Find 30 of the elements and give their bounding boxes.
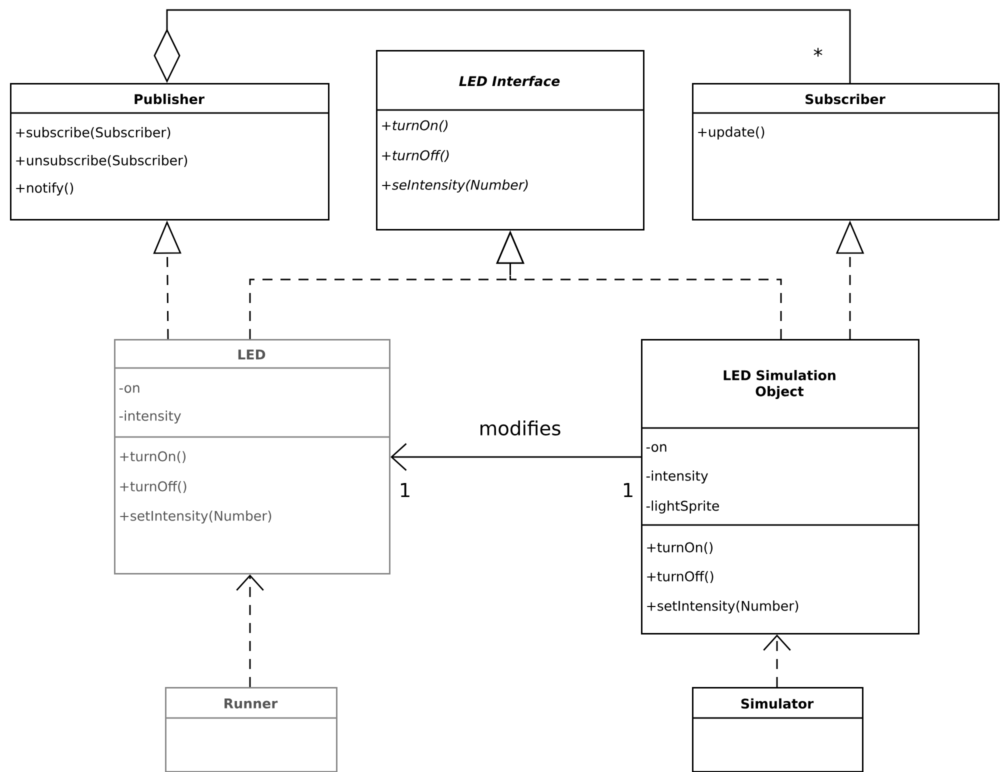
method-text: +turnOff() bbox=[120, 481, 186, 493]
attribute-text: -on bbox=[646, 444, 666, 452]
method-text: +subscribe(Subscriber) bbox=[16, 127, 170, 139]
method-text: +unsubscribe(Subscriber) bbox=[16, 155, 188, 167]
method-text: +turnOff() bbox=[647, 571, 714, 583]
method-text: +turnOff() bbox=[382, 150, 449, 162]
attribute-text: -intensity bbox=[646, 470, 708, 484]
attribute-text: -on bbox=[119, 385, 140, 393]
method-text: +notify() bbox=[16, 182, 74, 196]
method-text: +seIntensity(Number) bbox=[382, 180, 528, 192]
edge-label: modifies bbox=[480, 420, 560, 436]
class-name: LED Interface bbox=[459, 76, 560, 86]
attribute-text: -intensity bbox=[119, 410, 181, 424]
class-name: Publisher bbox=[134, 94, 204, 104]
aggregation-line bbox=[154, 9, 851, 83]
method-text: +turnOn() bbox=[382, 120, 448, 132]
method-text: +setIntensity(Number) bbox=[120, 510, 272, 524]
multiplicity-label: * bbox=[814, 48, 822, 57]
method-text: +turnOn() bbox=[120, 451, 186, 463]
attribute-text: -lightSprite bbox=[646, 500, 719, 514]
class-name: Runner bbox=[224, 698, 278, 708]
method-text: +update() bbox=[698, 126, 764, 140]
class-name: LED bbox=[238, 350, 266, 360]
class-name: LED Simulation Object bbox=[724, 370, 836, 400]
method-text: +setIntensity(Number) bbox=[647, 600, 798, 614]
arrow bbox=[390, 443, 641, 471]
method-text: +turnOn() bbox=[647, 542, 712, 554]
arrow bbox=[236, 574, 264, 687]
class-name: Subscriber bbox=[806, 94, 886, 104]
class-name: Simulator bbox=[741, 698, 814, 709]
